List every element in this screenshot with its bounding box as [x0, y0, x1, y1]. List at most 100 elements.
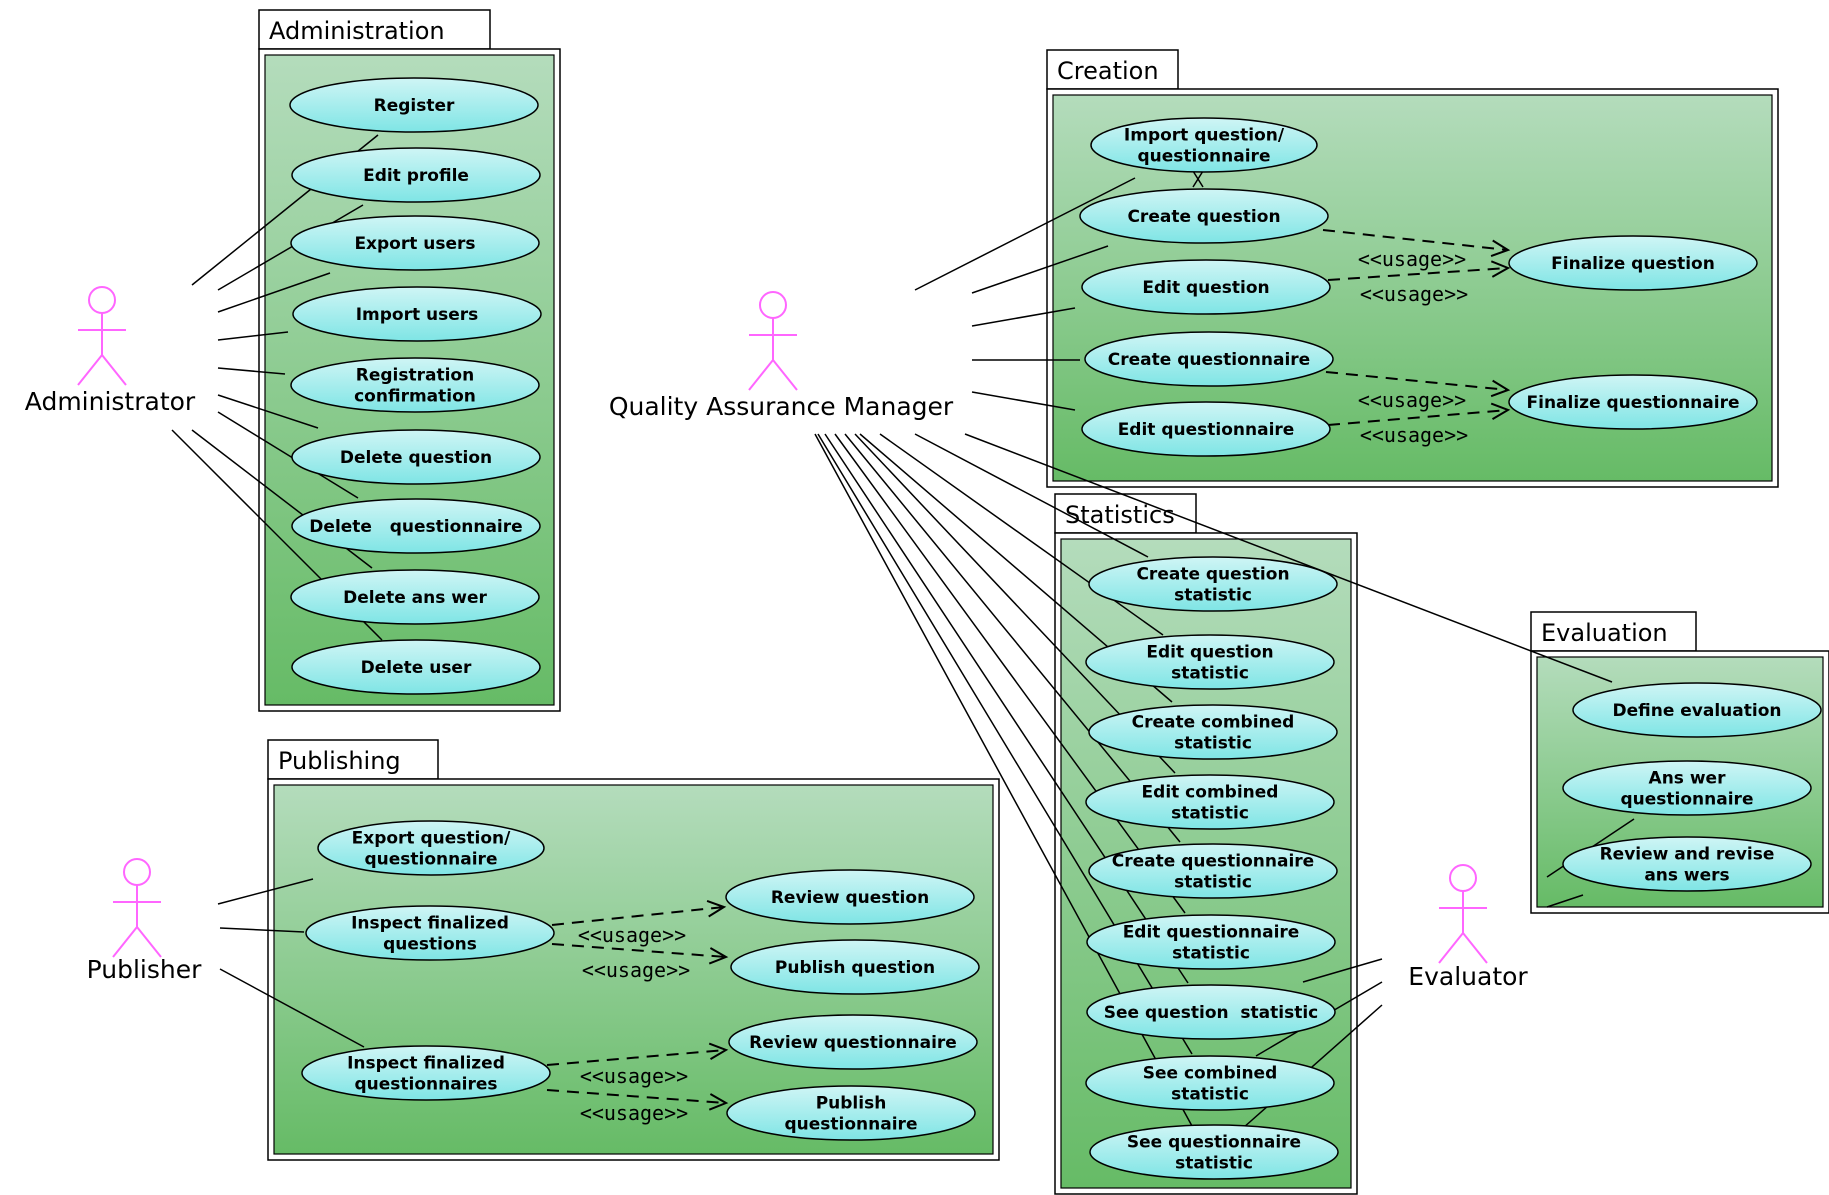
usage-label: <<usage>>	[578, 923, 686, 947]
actor-publisher[interactable]: Publisher	[87, 858, 202, 984]
usecase-ellipse[interactable]	[1081, 259, 1331, 315]
usecase-ellipse[interactable]	[1079, 188, 1329, 244]
usecase-ellipse[interactable]	[1085, 774, 1335, 830]
usecase-ellipse[interactable]	[1085, 1055, 1335, 1111]
usecase-delete-question[interactable]: Delete question	[291, 429, 541, 485]
usecase-label: Delete user	[361, 658, 472, 678]
usecase-ellipse[interactable]	[1090, 117, 1318, 173]
usecase-publish-question[interactable]: Publish question	[730, 939, 980, 995]
usecase-ellipse[interactable]	[301, 1045, 551, 1101]
usecase-ellipse[interactable]	[1088, 704, 1338, 760]
usecase-label: Register	[374, 96, 455, 116]
arrowhead-icon	[708, 1042, 729, 1061]
usecase-ellipse[interactable]	[1572, 682, 1822, 738]
association-line	[1302, 958, 1383, 983]
usecase-ellipse[interactable]	[1562, 836, 1812, 892]
usecase-edit-profile[interactable]: Edit profile	[291, 147, 541, 203]
usecase-delete-questionnaire[interactable]: Delete questionnaire	[291, 498, 541, 554]
usecase-review-question[interactable]: Review question	[725, 869, 975, 925]
usecase-ellipse[interactable]	[730, 939, 980, 995]
usecase-review-questionnaire[interactable]: Review questionnaire	[728, 1014, 978, 1070]
usecase-finalize-question[interactable]: Finalize question	[1508, 235, 1758, 291]
association-line	[914, 433, 1149, 558]
usecase-ellipse[interactable]	[1084, 331, 1334, 387]
usecase-ellipse[interactable]	[725, 869, 975, 925]
usage-label: <<usage>>	[582, 958, 690, 982]
usecase-ellipse[interactable]	[1088, 556, 1338, 612]
usecase-edit-question[interactable]: Edit question	[1081, 259, 1331, 315]
usecase-ellipse[interactable]	[728, 1014, 978, 1070]
usecase-ellipse[interactable]	[1562, 760, 1812, 816]
actor-qam[interactable]: Quality Assurance Manager	[609, 291, 954, 421]
usecase-ellipse[interactable]	[292, 286, 542, 342]
usecase-edit-questionnaire[interactable]: Edit questionnaire	[1081, 401, 1331, 457]
package-admin-title: Administration	[269, 17, 445, 45]
usecase-ellipse[interactable]	[1508, 374, 1758, 430]
usecase-label: Edit questionnaire	[1123, 923, 1300, 943]
usecase-create-question[interactable]: Create question	[1079, 188, 1329, 244]
usage-dependency: <<usage>>	[1327, 402, 1511, 447]
usecase-delete-user[interactable]: Delete user	[291, 639, 541, 695]
usecase-see-question-statistic[interactable]: See question statistic	[1086, 984, 1336, 1040]
usecase-delete-answer[interactable]: Delete ans wer	[290, 569, 540, 625]
usecase-import-users[interactable]: Import users	[292, 286, 542, 342]
usecase-ellipse[interactable]	[289, 77, 539, 133]
usage-label: <<usage>>	[580, 1101, 688, 1125]
usecase-label: See combined	[1143, 1064, 1278, 1084]
actor-head-icon	[1449, 864, 1477, 892]
association-line	[964, 433, 1613, 683]
usecase-define-evaluation[interactable]: Define evaluation	[1572, 682, 1822, 738]
arrowhead-icon	[708, 1093, 729, 1111]
usecase-ellipse[interactable]	[290, 215, 540, 271]
usecase-ellipse[interactable]	[1089, 1124, 1339, 1180]
usecase-ellipse[interactable]	[290, 569, 540, 625]
usecase-ellipse[interactable]	[1085, 634, 1335, 690]
usecase-create-questionnaire[interactable]: Create questionnaire	[1084, 331, 1334, 387]
usecase-label: Finalize questionnaire	[1527, 393, 1740, 413]
usecase-ellipse[interactable]	[1508, 235, 1758, 291]
usage-dependency: <<usage>>	[1327, 260, 1511, 306]
arrowhead-icon	[1490, 402, 1511, 421]
usecase-ellipse[interactable]	[1086, 984, 1336, 1040]
usecase-ellipse[interactable]	[291, 147, 541, 203]
usecase-label: questionnaires	[354, 1075, 497, 1095]
usecase-ellipse[interactable]	[1081, 401, 1331, 457]
usecase-export-users[interactable]: Export users	[290, 215, 540, 271]
usecase-ellipse[interactable]	[305, 905, 555, 961]
association-line	[217, 331, 289, 341]
association-line	[217, 272, 331, 313]
usecase-import-question-questionnaire[interactable]: Import question/questionnaire	[1090, 117, 1318, 173]
actor-head-icon	[759, 291, 787, 319]
usecase-label: Inspect finalized	[347, 1054, 505, 1074]
association-line	[1546, 894, 1584, 908]
usecase-ellipse[interactable]	[726, 1085, 976, 1141]
usecase-ellipse[interactable]	[1088, 843, 1338, 899]
actor-administrator[interactable]: Administrator	[25, 286, 196, 416]
usecase-finalize-questionnaire[interactable]: Finalize questionnaire	[1508, 374, 1758, 430]
usecase-ellipse[interactable]	[291, 639, 541, 695]
usecase-ellipse[interactable]	[290, 357, 540, 413]
usecase-register[interactable]: Register	[289, 77, 539, 133]
usecase-ellipse[interactable]	[317, 820, 545, 876]
usecase-label: Create question	[1136, 565, 1289, 585]
usecase-ellipse[interactable]	[291, 498, 541, 554]
usecase-ellipse[interactable]	[291, 429, 541, 485]
usecase-export-question-questionnaire[interactable]: Export question/questionnaire	[317, 820, 545, 876]
usecase-label: questionnaire	[1621, 790, 1754, 810]
usecase-ellipse[interactable]	[1086, 914, 1336, 970]
actor-evaluator[interactable]: Evaluator	[1408, 864, 1528, 991]
